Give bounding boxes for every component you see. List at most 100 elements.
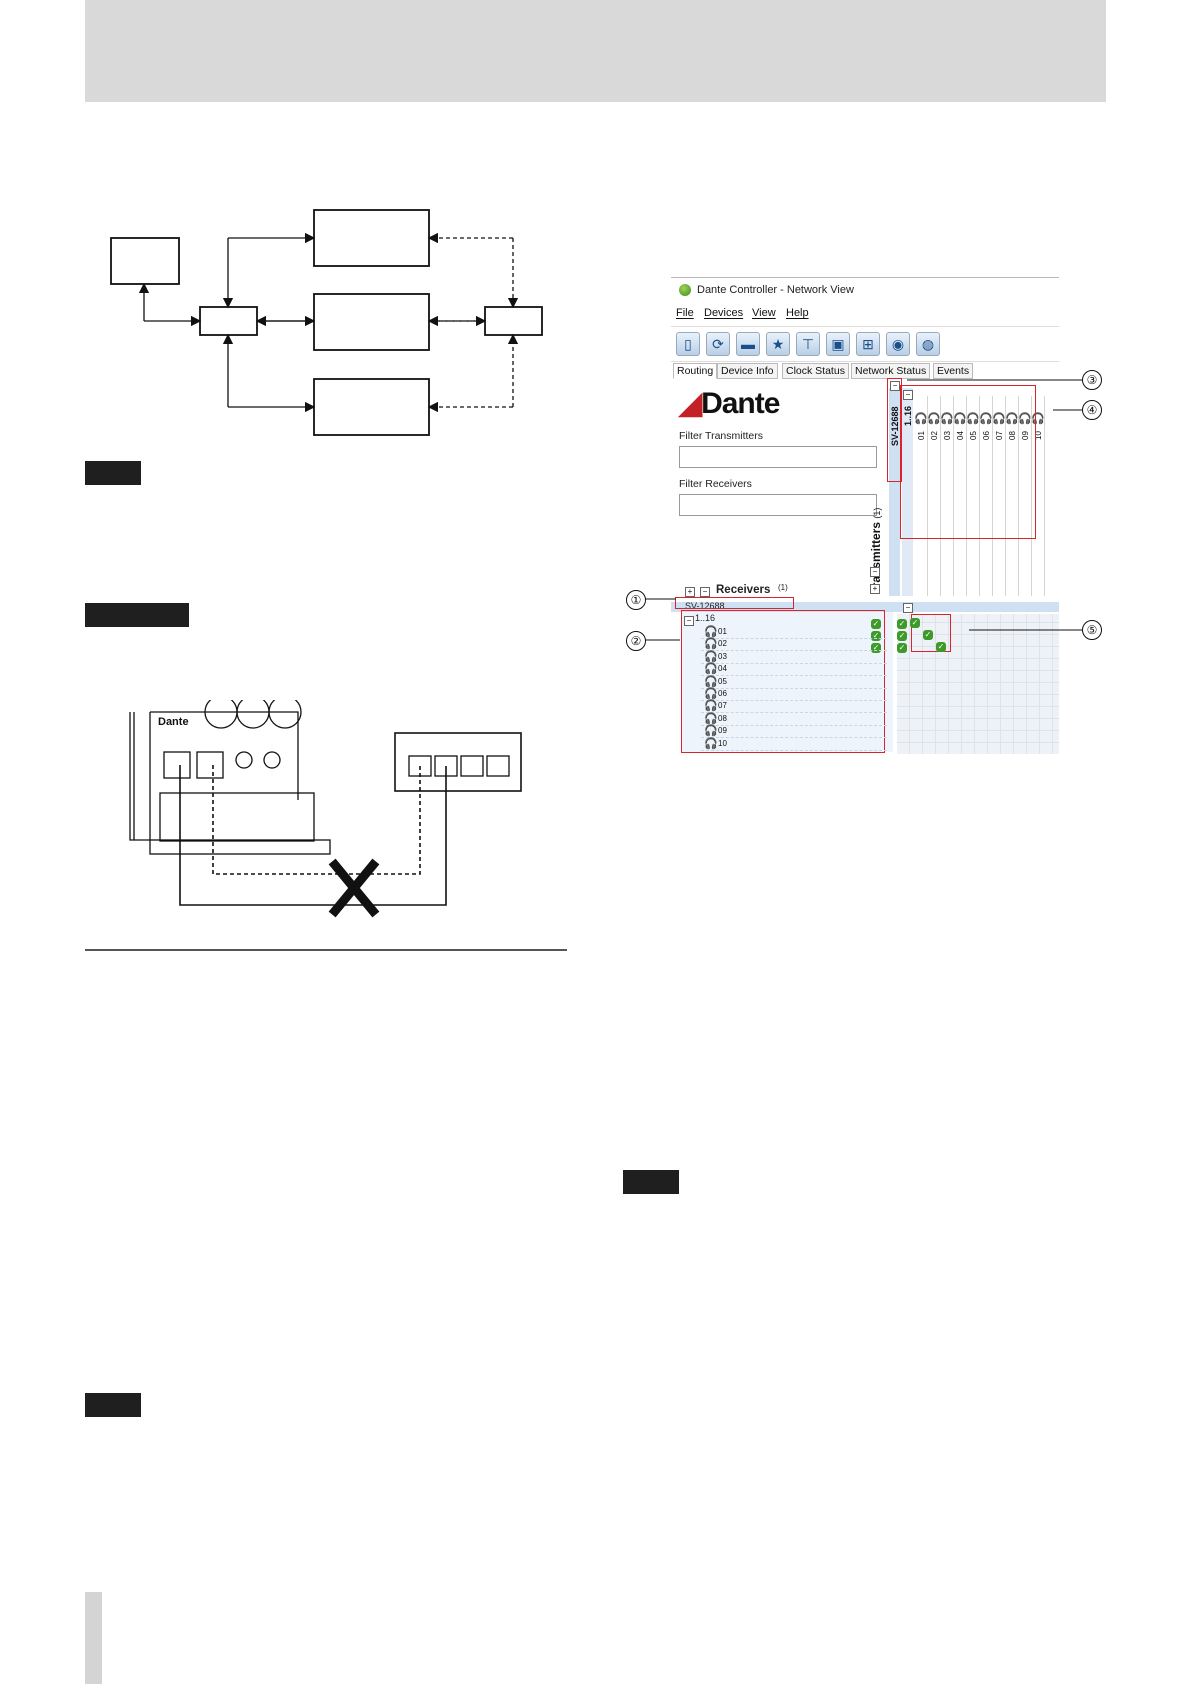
sidebar-toggle-icon[interactable]: ▯ — [676, 332, 700, 356]
tab-events[interactable]: Events — [933, 363, 974, 379]
callout-5: ⑤ — [1082, 620, 1102, 640]
highlight-tx-device — [887, 378, 902, 482]
rx-channel-label: 09 — [718, 726, 727, 736]
rx-channel-label: 08 — [718, 713, 727, 723]
rx-headphone-icon: 🎧 — [704, 650, 718, 663]
route-check-icon[interactable]: ✓ — [897, 619, 907, 629]
menu-file[interactable]: File — [676, 307, 694, 319]
menu-devices[interactable]: Devices — [704, 307, 744, 319]
tx-headphone-icon: 🎧 — [940, 413, 954, 425]
rx-headphone-icon: 🎧 — [704, 675, 718, 688]
dante-controller-window: Dante Controller - Network View File Dev… — [671, 277, 1059, 756]
callout-2: ② — [626, 631, 646, 651]
rx-channel-row[interactable] — [701, 663, 887, 677]
rx-channel-row[interactable] — [701, 688, 887, 701]
rx-headphone-icon: 🎧 — [704, 737, 718, 750]
tx-group-column — [902, 388, 913, 596]
rx-device-name[interactable]: SV-12688 — [685, 601, 725, 611]
rx-device-row — [671, 602, 1059, 612]
rx-channel-row[interactable] — [701, 676, 887, 689]
rx-channel-row[interactable] — [701, 738, 887, 751]
diagram-box-middle — [313, 293, 430, 351]
routing-matrix[interactable] — [897, 614, 1059, 754]
rx-channel-label: 06 — [718, 689, 727, 698]
secondary-cable — [212, 765, 421, 875]
filter-transmitters-input[interactable] — [679, 446, 877, 468]
tab-network-status[interactable]: Network Status — [851, 363, 931, 379]
caution-heading-tab — [85, 603, 189, 627]
rx-headphone-icon: 🎧 — [704, 663, 718, 676]
rx-channel-row[interactable] — [701, 651, 887, 664]
rx-channel-row[interactable] — [701, 626, 887, 639]
rx-channel-label: 05 — [718, 676, 727, 686]
tx-device-column — [889, 388, 900, 596]
device-rear-panel-illustration: Dante — [129, 700, 522, 918]
section-divider — [85, 949, 567, 951]
filter-transmitters-label: Filter Transmitters — [679, 430, 764, 442]
rx-status-check-icon: ✓ — [871, 643, 881, 653]
prohibited-x-mark — [328, 858, 380, 918]
note-heading-tab-2 — [85, 1393, 141, 1417]
rx-status-check-icon: ✓ — [871, 619, 881, 629]
tab-clock-status[interactable]: Clock Status — [782, 363, 849, 379]
tx-group-expand-icon[interactable]: − — [903, 390, 913, 400]
rx-group-collapse-icon[interactable]: − — [684, 616, 694, 626]
menu-bar: File Devices View Help — [671, 304, 1059, 322]
primary-cable — [179, 765, 447, 906]
tx-headphone-icon: 🎧 — [966, 413, 980, 425]
network-tree-icon[interactable]: ⊤ — [796, 332, 820, 356]
rx-channel-row[interactable] — [701, 713, 887, 726]
route-check-icon[interactable]: ✓ — [923, 630, 933, 640]
tab-routing[interactable]: Routing — [673, 363, 718, 379]
rx-channel-row[interactable] — [701, 638, 887, 652]
rx-channel-list — [681, 612, 893, 752]
open-folder-icon[interactable]: ▬ — [736, 332, 760, 356]
diagram-box-center — [199, 306, 258, 336]
route-check-icon[interactable]: ✓ — [897, 643, 907, 653]
route-check-icon[interactable]: ✓ — [910, 618, 920, 628]
menu-view[interactable]: View — [752, 307, 776, 319]
tab-device-info[interactable]: Device Info — [717, 363, 778, 379]
receivers-expand-icon[interactable]: + — [685, 587, 695, 597]
tx-device-expand-icon[interactable]: − — [890, 381, 900, 391]
filter-receivers-input[interactable] — [679, 494, 877, 516]
add-icon[interactable]: ⊞ — [856, 332, 880, 356]
callout-3: ③ — [1082, 370, 1102, 390]
rx-headphone-icon: 🎧 — [704, 638, 718, 651]
diagram-box-bottom — [313, 378, 430, 436]
rx-channel-label: 03 — [718, 651, 727, 661]
highlight-device-row — [675, 597, 794, 609]
callout-4: ④ — [1082, 400, 1102, 420]
rx-channel-row[interactable] — [701, 725, 887, 739]
transmitters-expand-icon[interactable]: + — [870, 584, 880, 594]
rx-headphone-icon: 🎧 — [704, 626, 718, 638]
dante-logo: ◢Dante — [679, 387, 780, 420]
favorite-star-icon[interactable]: ★ — [766, 332, 790, 356]
rx-matrix-collapse-icon[interactable]: − — [903, 603, 913, 613]
route-check-icon[interactable]: ✓ — [936, 642, 946, 652]
menu-help[interactable]: Help — [786, 307, 809, 319]
rx-channel-label: 02 — [718, 639, 727, 649]
globe-icon[interactable]: ◍ — [916, 332, 940, 356]
rx-channel-row[interactable] — [701, 700, 887, 714]
highlight-tx-channels — [900, 385, 1036, 539]
rx-channel-label: 07 — [718, 701, 727, 711]
rx-headphone-icon: 🎧 — [704, 712, 718, 725]
refresh-icon[interactable]: ⟳ — [706, 332, 730, 356]
tx-headphone-icon: 🎧 — [914, 413, 928, 425]
rx-headphone-icon: 🎧 — [704, 700, 718, 713]
page-footer-side-band — [85, 1592, 102, 1684]
tx-headphone-icon: 🎧 — [953, 413, 967, 425]
rx-channel-group[interactable]: 1..16 — [695, 613, 716, 623]
clock-master-icon[interactable]: ◉ — [886, 332, 910, 356]
transmitters-collapse-icon[interactable]: − — [870, 567, 880, 577]
toolbar: ▯ ⟳ ▬ ★ ⊤ ▣ ⊞ ◉ ◍ — [671, 326, 1059, 362]
route-check-icon[interactable]: ✓ — [897, 631, 907, 641]
receivers-collapse-icon[interactable]: − — [700, 587, 710, 597]
monitor-icon[interactable]: ▣ — [826, 332, 850, 356]
rx-channel-label: 10 — [718, 738, 727, 748]
tx-headphone-icon: 🎧 — [1005, 413, 1019, 425]
callout-1: ① — [626, 590, 646, 610]
rx-headphone-icon: 🎧 — [704, 688, 718, 700]
note-heading-tab-1 — [85, 461, 141, 485]
